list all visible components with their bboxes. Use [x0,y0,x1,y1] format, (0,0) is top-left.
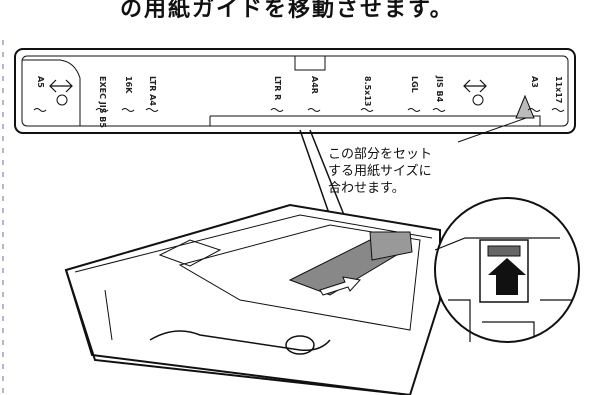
scale-label: 8.5x13 [363,76,372,106]
scale-tick [407,108,421,112]
zoom-detail [434,197,580,343]
heading-fragment: の用紙ガイドを移動させます。 [120,0,454,22]
scale-label: 16K [124,76,133,94]
callout-text: この部分をセット する用紙サイズに 合わせます。 [328,146,528,197]
direction-arrows-icon [463,79,487,106]
slide-arrow-icon [319,276,361,296]
scale-label: JIS B4 [435,75,444,103]
scale-label: A3 [530,76,539,88]
scale-tick [121,108,135,112]
callout-line: する用紙サイズに [328,164,432,179]
scale-tick [95,108,109,112]
push-arrow-icon [488,258,526,295]
callout-leader [457,117,527,143]
callout-line: この部分をセット [328,147,433,162]
scale-tick [307,108,321,112]
scale-tick [360,108,374,112]
scale-tick [551,108,565,112]
scale-label: EXEC JIS B5 [98,76,107,128]
scale-label: 11x17 [554,76,563,103]
scale-label: A5 [36,76,45,88]
paper-tray [64,203,441,395]
callout-line: 合わせます。 [328,181,405,196]
scale-label: LTR R [273,76,282,100]
scale-tick [33,108,47,112]
scale-tick [432,108,446,112]
scale-label: LGL [410,76,419,93]
scale-label: LTR A4 [148,76,157,106]
scale-label: A4R [310,76,319,94]
scale-panel: A5 EXEC JIS B5 16K LTR A4 LTR R A4R 8.5x13 LGL J… [14,48,576,134]
direction-arrows-icon [49,79,73,106]
scale-tick [527,108,541,112]
scale-tick [145,108,159,112]
scale-tick [270,108,284,112]
